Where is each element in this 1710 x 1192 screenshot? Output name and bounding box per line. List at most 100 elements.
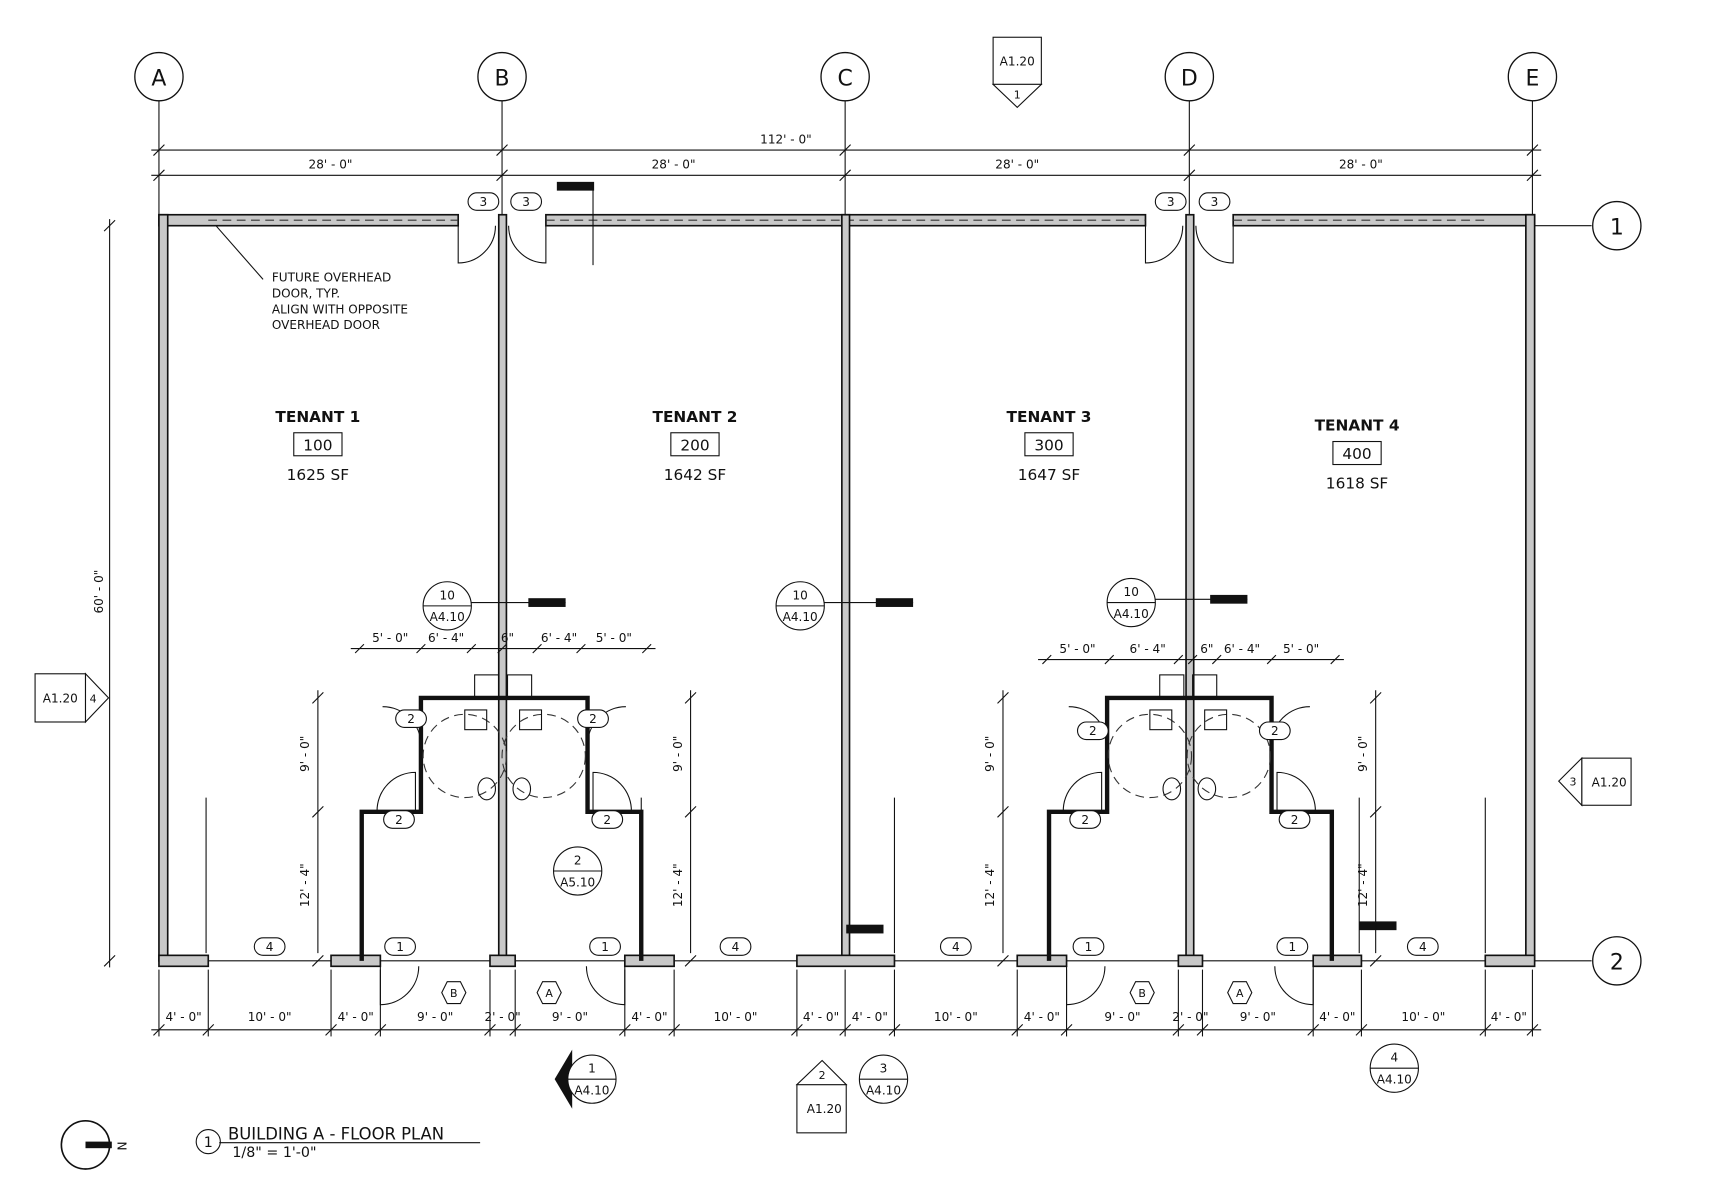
dimension-tick bbox=[684, 805, 697, 818]
bottom-dimension: 2' - 0" bbox=[1172, 1010, 1208, 1024]
dimension-tick bbox=[466, 643, 477, 654]
dimension-tick bbox=[1526, 1023, 1539, 1036]
room-number-box bbox=[293, 432, 343, 457]
door-tag-label: 4 bbox=[1419, 940, 1427, 954]
door-tag-label: 3 bbox=[522, 195, 530, 209]
door-tag-label: 3 bbox=[1167, 195, 1175, 209]
elevation-marker-sheet: A1.20 bbox=[43, 691, 78, 705]
sink-icon bbox=[1149, 709, 1173, 731]
bay-dimension: 28' - 0" bbox=[309, 158, 353, 172]
grid-label: C bbox=[837, 66, 852, 91]
dimension-tick bbox=[509, 1023, 522, 1036]
turning-circle bbox=[422, 713, 507, 799]
dimension-tick bbox=[1526, 144, 1539, 156]
door-tag-label: 2 bbox=[603, 813, 611, 827]
title-number: 1 bbox=[204, 1135, 213, 1151]
dimension-tick bbox=[532, 643, 542, 654]
door-tag-label: 2 bbox=[1291, 813, 1299, 827]
tenant-area: 1618 SF bbox=[1326, 475, 1388, 493]
window-type-tag bbox=[1227, 981, 1253, 1005]
door-tag bbox=[1072, 937, 1105, 956]
exterior-wall-south bbox=[796, 954, 896, 968]
section-callout-number: 1 bbox=[588, 1062, 596, 1076]
grid-bubble-1 bbox=[1592, 200, 1642, 251]
dimension-tick bbox=[1011, 1023, 1024, 1036]
window-type-label: A bbox=[1236, 987, 1244, 1000]
door-swing bbox=[379, 966, 420, 1006]
bottom-dimension: 10' - 0" bbox=[1401, 1010, 1445, 1024]
dimension-tick bbox=[1355, 1023, 1368, 1036]
dimension-tick bbox=[1042, 654, 1052, 665]
dimension-tick bbox=[496, 169, 508, 182]
window-type-label: B bbox=[450, 987, 458, 1000]
section-callout-number: 10 bbox=[793, 588, 808, 602]
dimension-tick bbox=[1183, 169, 1196, 182]
section-mark bbox=[1210, 594, 1248, 604]
title-callout bbox=[195, 1129, 221, 1155]
door-tag-label: 2 bbox=[395, 813, 403, 827]
door-tag bbox=[1154, 192, 1187, 211]
door-tag-label: 2 bbox=[1271, 724, 1279, 738]
exterior-wall-south bbox=[1484, 954, 1536, 968]
door-swing bbox=[1068, 706, 1108, 746]
bottom-dimension: 10' - 0" bbox=[248, 1010, 292, 1024]
door-tag bbox=[577, 709, 609, 729]
elevation-marker-arrow bbox=[991, 83, 1043, 109]
door-tag-label: 2 bbox=[589, 712, 597, 726]
dimension-tick bbox=[416, 643, 426, 654]
bay-dimension: 28' - 0" bbox=[1339, 158, 1383, 172]
elevation-marker-number: 3 bbox=[1569, 776, 1576, 789]
dimension-tick bbox=[997, 692, 1009, 704]
grid-label: D bbox=[1181, 66, 1198, 91]
grid-bubble-D bbox=[1164, 51, 1215, 102]
restroom-dimension: 12' - 4" bbox=[983, 863, 997, 907]
note-text: OVERHEAD DOOR bbox=[272, 318, 381, 332]
elevation-marker-box bbox=[34, 673, 87, 723]
door-tag bbox=[1276, 937, 1309, 956]
section-mark bbox=[528, 598, 566, 607]
section-callout-number: 4 bbox=[1390, 1051, 1398, 1065]
overall-dimension: 112' - 0" bbox=[760, 133, 812, 147]
bottom-dimension: 4' - 0" bbox=[1319, 1010, 1355, 1024]
room-number-box bbox=[1024, 432, 1074, 457]
turning-circle bbox=[1107, 713, 1193, 799]
door-tag bbox=[383, 810, 415, 829]
door-tag-label: 3 bbox=[1211, 195, 1219, 209]
bottom-dimension: 9' - 0" bbox=[1104, 1010, 1140, 1024]
note-text: FUTURE OVERHEAD bbox=[272, 271, 391, 285]
drawing-scale: 1/8" = 1'-0" bbox=[232, 1145, 316, 1161]
tenant-name: TENANT 3 bbox=[1007, 408, 1092, 426]
door-tag bbox=[589, 937, 621, 956]
tenant-area: 1647 SF bbox=[1018, 466, 1080, 484]
elevation-marker-sheet: A1.20 bbox=[1592, 776, 1627, 790]
door-tag bbox=[1076, 721, 1109, 741]
toilet-icon bbox=[1162, 777, 1182, 801]
exterior-wall-south bbox=[1177, 954, 1204, 968]
grid-bubble-A bbox=[134, 51, 184, 102]
window-type-tag bbox=[536, 981, 562, 1005]
door-tag bbox=[384, 937, 416, 956]
grid-label: 1 bbox=[1610, 215, 1624, 240]
elevation-marker-number: 1 bbox=[1014, 89, 1021, 102]
dimension-tick bbox=[888, 1023, 901, 1036]
elevation-marker-number: 2 bbox=[819, 1069, 826, 1082]
elevation-marker-arrow bbox=[1557, 756, 1583, 807]
door-tag bbox=[395, 709, 427, 729]
demising-wall bbox=[1185, 213, 1195, 962]
bottom-dimension: 9' - 0" bbox=[1240, 1010, 1276, 1024]
door-swing bbox=[1066, 966, 1106, 1006]
dimension-tick bbox=[1104, 654, 1115, 665]
door-tag bbox=[467, 192, 500, 211]
restroom-dimension: 12' - 4" bbox=[1356, 863, 1370, 907]
dimension-tick bbox=[1330, 654, 1340, 665]
door-swing bbox=[508, 225, 547, 264]
window-type-label: B bbox=[1138, 987, 1146, 1000]
door-tag bbox=[1069, 810, 1102, 829]
dimension-tick bbox=[325, 1023, 337, 1036]
door-tag bbox=[253, 937, 286, 956]
tenant-area: 1642 SF bbox=[664, 466, 726, 484]
section-mark bbox=[875, 598, 914, 607]
door-tag-label: 1 bbox=[601, 940, 609, 954]
dimension-tick bbox=[1307, 1023, 1320, 1036]
